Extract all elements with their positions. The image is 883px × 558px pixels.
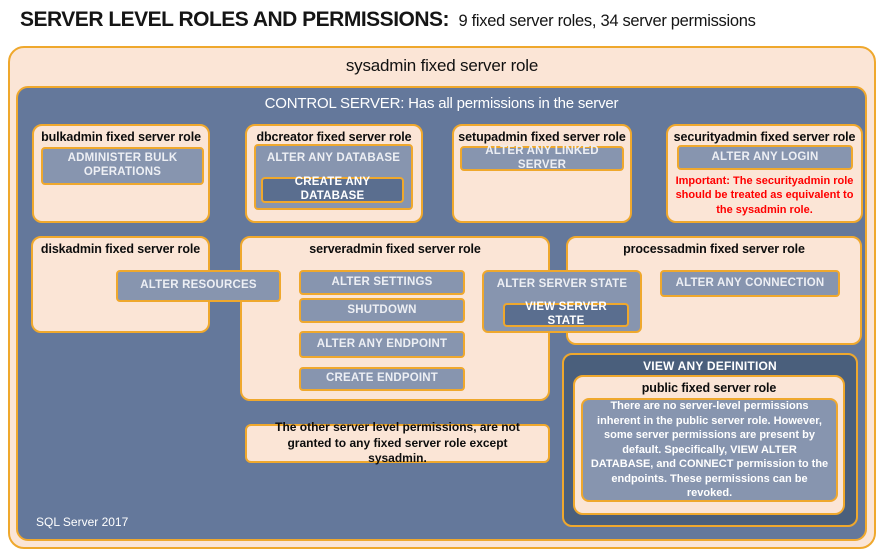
public-role-description: There are no server-level permissions in…: [581, 398, 838, 502]
diskadmin-role-label: diskadmin fixed server role: [40, 242, 201, 256]
page-title: SERVER LEVEL ROLES AND PERMISSIONS: 9 fi…: [20, 8, 756, 32]
processadmin-role-label: processadmin fixed server role: [623, 242, 805, 256]
control-server-label: CONTROL SERVER: Has all permissions in t…: [264, 95, 619, 112]
dbcreator-role-label: dbcreator fixed server role: [256, 130, 412, 144]
perm-create-any-database: CREATE ANY DATABASE: [261, 176, 404, 203]
perm-alter-any-endpoint: ALTER ANY ENDPOINT: [299, 331, 465, 358]
sysadmin-role-label: sysadmin fixed server role: [345, 56, 539, 75]
other-permissions-note: The other server level permissions, are …: [245, 420, 550, 465]
serveradmin-role-label: serveradmin fixed server role: [309, 242, 481, 256]
perm-alter-any-linked-server: ALTER ANY LINKED SERVER: [460, 145, 624, 171]
setupadmin-role-box: setupadmin fixed server role ALTER ANY L…: [452, 124, 632, 223]
perm-alter-any-database: ALTER ANY DATABASE CREATE ANY DATABASE: [254, 144, 413, 210]
perm-view-server-state: VIEW SERVER STATE: [503, 301, 629, 327]
perm-alter-server-state: ALTER SERVER STATE VIEW SERVER STATE: [482, 270, 642, 333]
sql-server-version-label: SQL Server 2017: [36, 515, 129, 529]
public-role-label: public fixed server role: [641, 381, 777, 395]
perm-view-any-definition-box: VIEW ANY DEFINITION public fixed server …: [562, 353, 858, 527]
perm-alter-any-login: ALTER ANY LOGIN: [677, 145, 853, 170]
securityadmin-warning-text: Important: The securityadmin role should…: [675, 175, 854, 216]
perm-alter-server-state-label: ALTER SERVER STATE: [496, 278, 628, 290]
perm-administer-bulk-operations: ADMINISTER BULK OPERATIONS: [41, 147, 204, 185]
perm-view-any-definition-label: VIEW ANY DEFINITION: [643, 359, 777, 373]
securityadmin-role-label: securityadmin fixed server role: [673, 130, 856, 144]
perm-shutdown: SHUTDOWN: [299, 298, 465, 323]
perm-alter-any-connection: ALTER ANY CONNECTION: [660, 270, 840, 297]
perm-create-endpoint: CREATE ENDPOINT: [299, 367, 465, 391]
securityadmin-role-box: securityadmin fixed server role ALTER AN…: [666, 124, 863, 223]
setupadmin-role-label: setupadmin fixed server role: [458, 130, 626, 144]
perm-alter-resources: ALTER RESOURCES: [116, 270, 281, 302]
perm-alter-settings: ALTER SETTINGS: [299, 270, 465, 295]
public-role-box: public fixed server role There are no se…: [573, 375, 845, 515]
page-title-sub: 9 fixed server roles, 34 server permissi…: [458, 12, 756, 30]
bulkadmin-role-label: bulkadmin fixed server role: [41, 130, 201, 144]
dbcreator-role-box: dbcreator fixed server role ALTER ANY DA…: [245, 124, 423, 223]
sysadmin-role-box: sysadmin fixed server role CONTROL SERVE…: [8, 46, 876, 549]
bulkadmin-role-box: bulkadmin fixed server role ADMINISTER B…: [32, 124, 210, 223]
page-title-main: SERVER LEVEL ROLES AND PERMISSIONS:: [20, 8, 450, 31]
control-server-box: CONTROL SERVER: Has all permissions in t…: [16, 86, 867, 541]
perm-alter-any-database-label: ALTER ANY DATABASE: [266, 152, 401, 164]
